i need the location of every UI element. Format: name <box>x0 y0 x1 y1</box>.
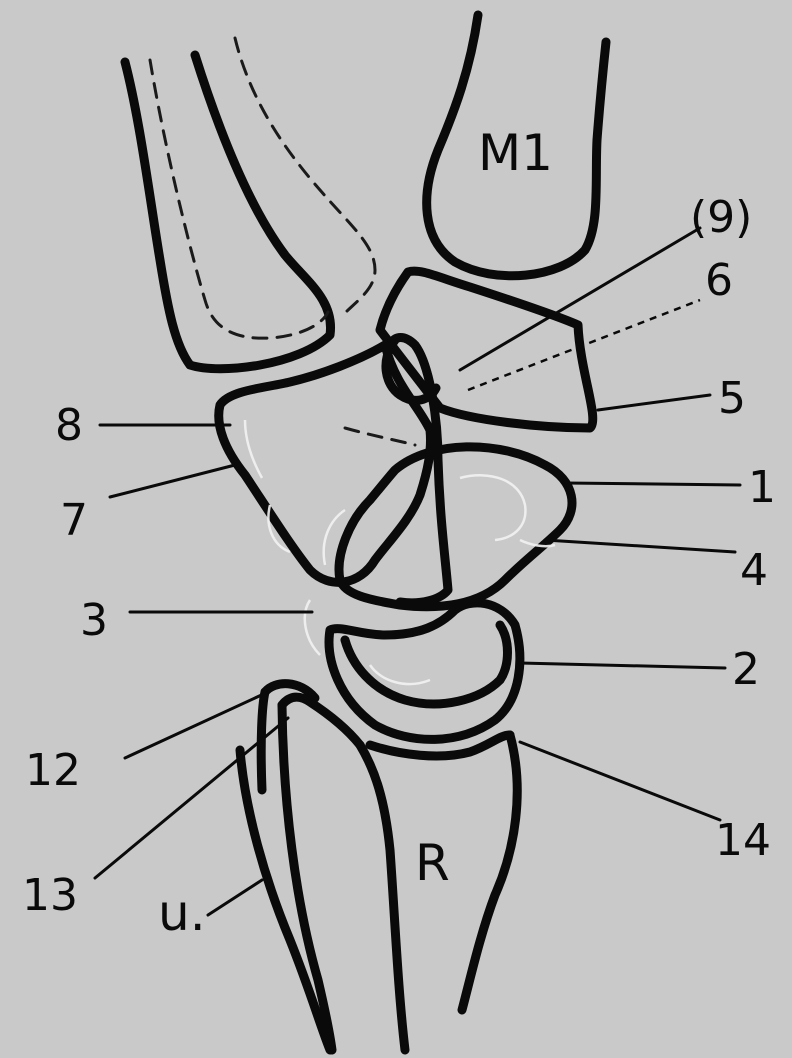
pisiform-outline <box>268 475 525 552</box>
ulna-outline <box>240 684 360 1050</box>
callout-7: 7 <box>60 495 88 546</box>
callout-2: 2 <box>732 644 760 695</box>
metacarpal-1-label: M1 <box>478 124 553 182</box>
callout-3: 3 <box>80 595 108 646</box>
callout-8: 8 <box>55 400 83 451</box>
leader-lines <box>95 228 740 915</box>
leader-12 <box>125 692 268 758</box>
metacarpal-2-outline <box>125 38 375 369</box>
callout-1: 1 <box>748 462 776 513</box>
radius-outline <box>360 735 517 1050</box>
leader-7 <box>110 465 235 497</box>
leader-2 <box>520 663 725 668</box>
callout-13: 13 <box>22 870 78 921</box>
callout-9: (9) <box>690 192 752 243</box>
leader-1 <box>565 483 740 485</box>
callout-14: 14 <box>715 815 771 866</box>
callout-12: 12 <box>25 745 81 796</box>
ulna-label: u. <box>158 884 206 942</box>
callout-6: 6 <box>705 255 733 306</box>
radius-label: R <box>415 834 450 892</box>
callout-4: 4 <box>740 545 768 596</box>
callout-5: 5 <box>718 373 746 424</box>
leader-4 <box>545 540 735 552</box>
leader-ulna <box>208 880 262 915</box>
leader-14 <box>520 742 720 820</box>
leader-5 <box>598 395 710 410</box>
